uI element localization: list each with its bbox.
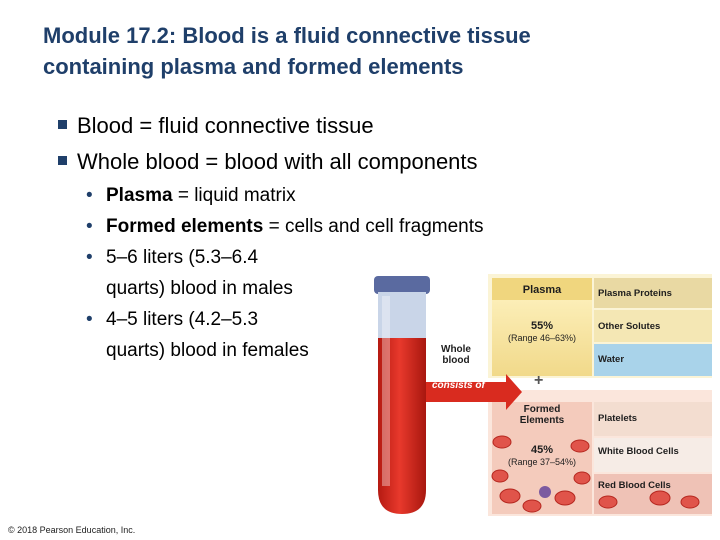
sub-bullets: • Plasma = liquid matrix • Formed elemen… (86, 180, 696, 366)
plasma-proteins-label: Plasma Proteins (598, 288, 672, 299)
dot-bullet-icon: • (86, 216, 93, 237)
plasma-percent: 55% (530, 320, 554, 332)
row-other-solutes (594, 310, 712, 342)
row-white-blood-cells (594, 438, 712, 472)
main-bullets: Blood = fluid connective tissue Whole bl… (58, 108, 698, 180)
page-title: Module 17.2: Blood is a fluid connective… (43, 20, 703, 82)
red-cells-decoration (491, 435, 700, 513)
sub-bullet-text: = liquid matrix (172, 185, 296, 206)
title-line-1: Module 17.2: Blood is a fluid connective… (43, 23, 531, 48)
dot-bullet-icon: • (86, 247, 93, 268)
row-water (594, 344, 712, 376)
sub-bullet-item: • 5–6 liters (5.3–6.4 quarts) blood in m… (86, 242, 696, 304)
bullet-item: Whole blood = blood with all components (58, 144, 698, 180)
plasma-range: (Range 46–63%) (507, 333, 577, 343)
title-line-2: containing plasma and formed elements (43, 54, 464, 79)
bullet-item: Blood = fluid connective tissue (58, 108, 698, 144)
dot-bullet-icon: • (86, 309, 93, 330)
plasma-header (492, 278, 592, 300)
platelets-label: Platelets (598, 413, 638, 424)
plasma-label: Plasma (522, 284, 562, 296)
dot-bullet-icon: • (86, 185, 93, 206)
red-blood-cells-label: Red Blood Cells (598, 480, 671, 491)
white-blood-cells-label: White Blood Cells (598, 446, 679, 457)
row-plasma-proteins (594, 278, 712, 308)
sub-bullet-bold: Formed elements (106, 216, 264, 237)
formed-label-1: Formed (523, 404, 561, 415)
whole-blood-label: Whole blood (441, 344, 471, 366)
sub-bullet-item: • Plasma = liquid matrix (86, 180, 696, 211)
white-cell-decoration (539, 486, 551, 498)
consists-of-arrow (426, 374, 522, 410)
bullet-text: Whole blood = blood with all components (77, 149, 478, 174)
water-label: Water (598, 354, 625, 365)
formed-range: (Range 37–54%) (507, 457, 577, 467)
formed-label-2: Elements (519, 415, 565, 426)
consists-of-label: consists of (432, 380, 485, 391)
square-bullet-icon (58, 156, 67, 165)
copyright-notice: © 2018 Pearson Education, Inc. (8, 525, 136, 535)
sub-bullet-text: 4–5 liters (4.2–5.3 quarts) blood in fem… (106, 309, 309, 361)
plus-sign: + (534, 372, 544, 389)
row-platelets (594, 402, 712, 436)
sub-bullet-text: 5–6 liters (5.3–6.4 quarts) blood in mal… (106, 247, 293, 299)
sub-bullet-text: = cells and cell fragments (263, 216, 484, 237)
blood-composition-figure: Whole blood consists of + Plasma 55% (Ra… (360, 266, 712, 518)
test-tube (374, 276, 430, 514)
sub-bullet-item: • 4–5 liters (4.2–5.3 quarts) blood in f… (86, 304, 696, 366)
blood-figure-svg (374, 274, 712, 516)
bullet-text: Blood = fluid connective tissue (77, 113, 374, 138)
sub-bullet-item: • Formed elements = cells and cell fragm… (86, 211, 696, 242)
square-bullet-icon (58, 120, 67, 129)
formed-percent: 45% (530, 444, 554, 456)
other-solutes-label: Other Solutes (598, 321, 661, 332)
sub-bullet-bold: Plasma (106, 185, 173, 206)
